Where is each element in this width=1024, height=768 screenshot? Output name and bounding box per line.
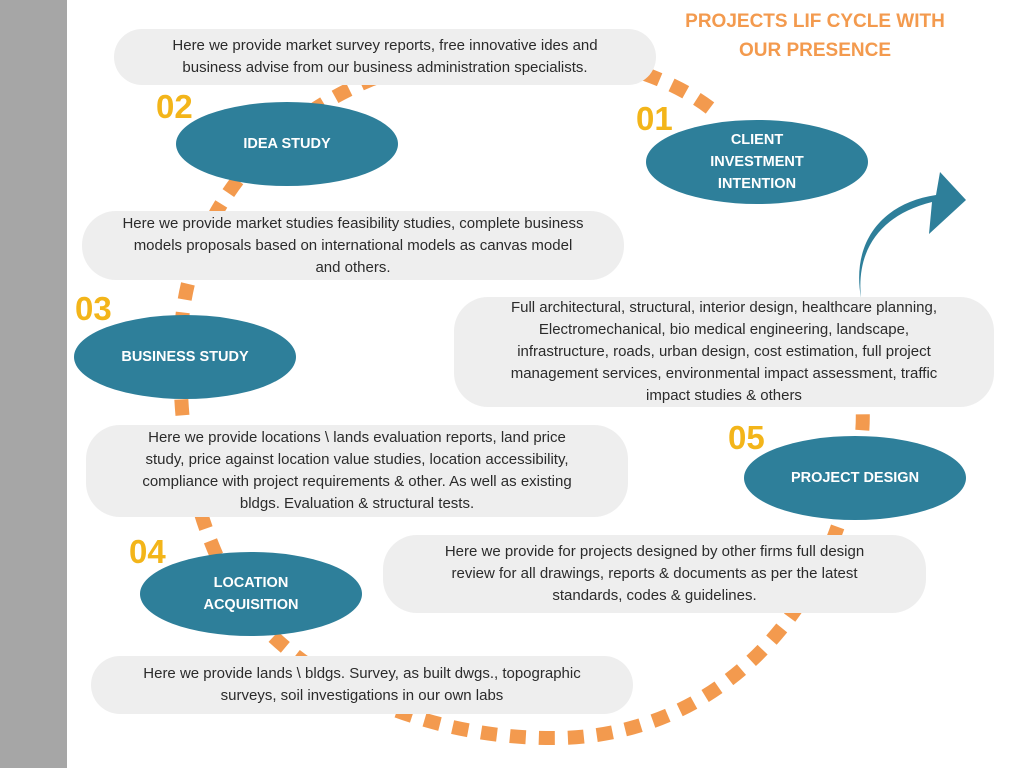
stage-location-acquisition: LOCATION ACQUISITION xyxy=(140,552,362,636)
location-acquisition-description: Here we provide locations \ lands evalua… xyxy=(86,425,628,517)
page-title: PROJECTS LIF CYCLE WITH OUR PRESENCE xyxy=(685,11,945,61)
stage-business-study: BUSINESS STUDY xyxy=(74,315,296,399)
stage-project-design: PROJECT DESIGN xyxy=(744,436,966,520)
survey-description: Here we provide lands \ bldgs. Survey, a… xyxy=(91,656,633,714)
stage-idea-study: IDEA STUDY xyxy=(176,102,398,186)
stage-number-02: 02 xyxy=(156,88,193,125)
project-design-description: Full architectural, structural, interior… xyxy=(454,297,994,407)
idea-study-description: Here we provide market survey reports, f… xyxy=(114,29,656,85)
stage-number-03: 03 xyxy=(75,290,112,327)
stage-client-investment-intention: CLIENT INVESTMENT INTENTION xyxy=(646,120,868,204)
cycle-arrow xyxy=(859,172,966,298)
design-review-description: Here we provide for projects designed by… xyxy=(383,535,926,613)
stage-number-04: 04 xyxy=(129,533,166,570)
stage-number-05: 05 xyxy=(728,419,765,456)
business-study-description: Here we provide market studies feasibili… xyxy=(82,211,624,280)
stage-number-01: 01 xyxy=(636,100,673,137)
left-side-bar xyxy=(0,0,67,768)
